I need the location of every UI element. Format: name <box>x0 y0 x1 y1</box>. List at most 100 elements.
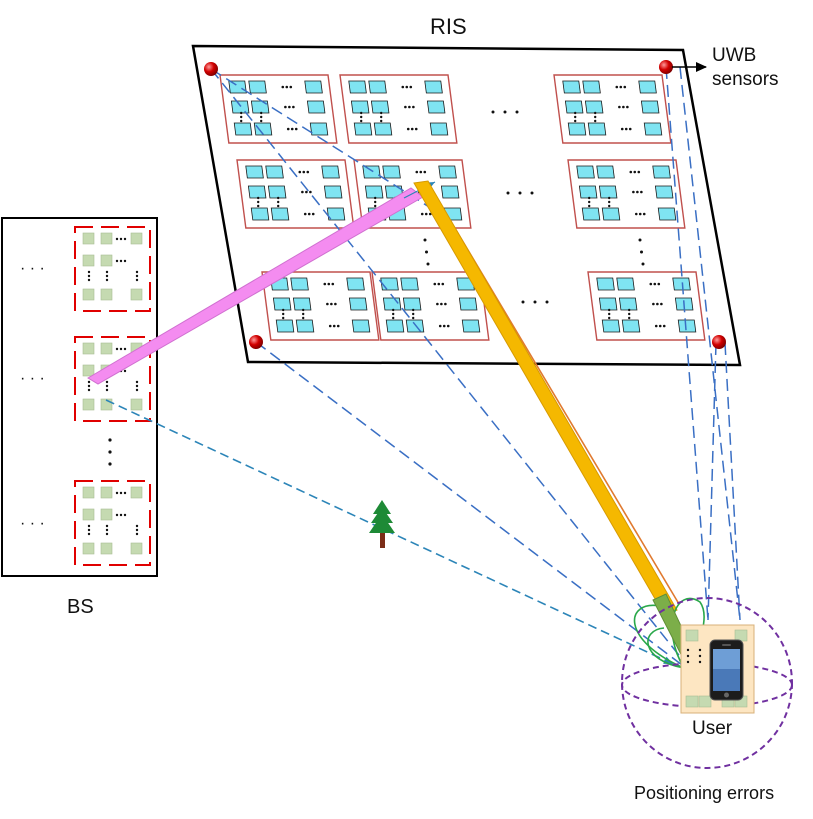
ris-element <box>429 122 449 136</box>
ris-element <box>640 100 660 114</box>
ris-tile <box>553 74 672 144</box>
ris-element <box>456 277 475 291</box>
bs-element <box>82 288 95 301</box>
ris-element <box>652 165 671 179</box>
bs-element <box>130 542 143 555</box>
ris-element <box>247 185 267 199</box>
ris-element <box>250 207 270 221</box>
ris-element <box>567 122 587 136</box>
sensor-dot-icon <box>659 60 673 74</box>
user-element <box>734 629 748 642</box>
bs-subarray <box>74 226 151 312</box>
ris-element <box>270 207 290 221</box>
ris-element <box>601 207 621 221</box>
bs-element <box>82 542 95 555</box>
bs-element <box>100 254 113 267</box>
ris-element <box>582 80 601 94</box>
ris-element <box>576 165 595 179</box>
sensor-links <box>210 66 741 669</box>
ris-element <box>458 297 478 311</box>
bs-element <box>82 364 95 377</box>
ris-element <box>265 165 284 179</box>
ris-element <box>672 277 691 291</box>
ris-beam <box>413 180 678 617</box>
sensor-dot-icon <box>204 62 218 76</box>
uwb-label-line1: UWB <box>712 45 757 66</box>
ris-element <box>426 100 446 114</box>
bs-element <box>130 232 143 245</box>
bs-element <box>100 288 113 301</box>
ris-element <box>248 80 267 94</box>
ris-element <box>440 185 460 199</box>
ris-element <box>370 100 390 114</box>
uwb-label-line2: sensors <box>712 69 779 90</box>
bs-element <box>100 542 113 555</box>
ris-element <box>267 185 287 199</box>
uwb-sensors <box>204 60 726 349</box>
ris-element <box>596 165 615 179</box>
ris-element <box>601 319 621 333</box>
ris-element <box>290 277 309 291</box>
ris-element <box>306 100 326 114</box>
bs-panel <box>1 217 158 577</box>
ris-tile <box>567 159 686 229</box>
ris-element <box>382 297 402 311</box>
ris-element <box>295 319 315 333</box>
ris-element <box>405 319 425 333</box>
ris-element <box>368 80 387 94</box>
ris-element <box>253 122 273 136</box>
ris-element-tiles <box>219 74 706 341</box>
ris-element <box>353 122 373 136</box>
bs-label: BS <box>67 596 94 618</box>
ris-element <box>351 319 371 333</box>
bs-ellipses: · · · · · · · · · <box>20 260 45 532</box>
ris-element <box>373 122 393 136</box>
ris-element <box>461 319 481 333</box>
bs-element <box>100 398 113 411</box>
user-element <box>698 695 712 708</box>
ris-title: RIS <box>430 14 467 39</box>
ris-element <box>657 207 677 221</box>
ris-element <box>677 319 697 333</box>
ris-tile <box>261 271 380 341</box>
ris-element <box>382 165 401 179</box>
ris-ellipses <box>423 110 645 304</box>
ris-element <box>584 100 604 114</box>
bs-element <box>100 508 113 521</box>
ris-element <box>321 165 340 179</box>
ris-element <box>424 80 443 94</box>
bs-element <box>130 398 143 411</box>
bs-element <box>82 508 95 521</box>
tree-icon <box>369 500 395 548</box>
bs-element <box>100 232 113 245</box>
ris-element <box>275 319 295 333</box>
ris-element <box>581 207 601 221</box>
ris-element <box>364 185 384 199</box>
ris-element <box>304 80 323 94</box>
ris-tile <box>371 271 490 341</box>
ris-element <box>272 297 292 311</box>
svg-text:· · ·: · · · <box>20 515 45 532</box>
bs-element <box>82 232 95 245</box>
ris-element <box>230 100 250 114</box>
sensor-dot-icon <box>712 335 726 349</box>
user-element <box>685 695 699 708</box>
ris-element <box>309 122 329 136</box>
uwb-sensors-label: UWB sensors <box>712 44 779 92</box>
sensor-dot-icon <box>249 335 263 349</box>
svg-text:· · ·: · · · <box>20 370 45 387</box>
ris-element <box>564 100 584 114</box>
ris-element <box>621 319 641 333</box>
bs-element <box>130 486 143 499</box>
ris-element <box>292 297 312 311</box>
ris-element <box>616 277 635 291</box>
ris-tile <box>236 159 355 229</box>
ris-element <box>438 165 457 179</box>
ris-element <box>228 80 247 94</box>
ris-element <box>350 100 370 114</box>
bs-element <box>82 486 95 499</box>
ris-tile <box>219 74 338 144</box>
bs-vertical-dots <box>108 438 112 466</box>
ris-element <box>400 277 419 291</box>
